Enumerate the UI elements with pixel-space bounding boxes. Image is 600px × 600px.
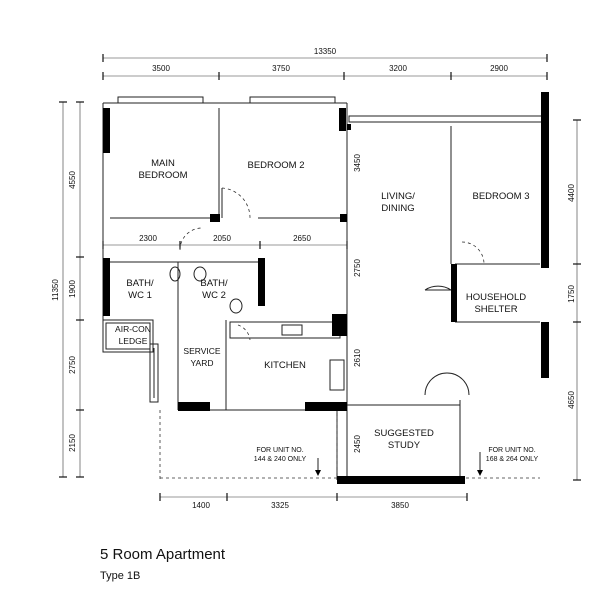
basin-icon	[229, 298, 243, 314]
dim-bottom-1: 1400	[192, 501, 210, 510]
fixtures	[169, 266, 303, 336]
dim-left-total: 11350	[51, 279, 60, 301]
door-swings	[179, 187, 485, 396]
label-service-2: YARD	[191, 358, 214, 368]
label-household-2: SHELTER	[474, 304, 517, 315]
label-living-2: DINING	[381, 203, 414, 214]
dim-int-v4: 2450	[353, 435, 362, 453]
right-dimensions: 4400 1750 4650	[567, 119, 581, 481]
dim-int-v2: 2750	[353, 259, 362, 277]
label-main-bedroom-1: MAIN	[151, 158, 175, 169]
label-study-1: SUGGESTED	[374, 428, 434, 439]
left-dimensions: 11350 4550 1900 2750 2150	[51, 101, 84, 478]
label-aircon-1: AIR-CON	[115, 324, 151, 334]
unit-notes: FOR UNIT NO. 144 & 240 ONLY FOR UNIT NO.…	[254, 447, 539, 476]
dim-left-4: 2150	[68, 434, 77, 452]
label-bath1-1: BATH/	[126, 278, 154, 289]
label-bath1-2: WC 1	[128, 290, 152, 301]
page-title: 5 Room Apartment	[100, 546, 226, 563]
dim-top-1: 3500	[152, 64, 170, 73]
dim-left-2: 1900	[68, 280, 77, 298]
label-study-2: STUDY	[388, 440, 421, 451]
dim-int-v1: 3450	[353, 154, 362, 172]
note-right-1: FOR UNIT NO.	[488, 447, 535, 454]
label-aircon-2: LEDGE	[119, 336, 148, 346]
label-bedroom-2: BEDROOM 2	[247, 160, 304, 171]
label-bath2-1: BATH/	[200, 278, 228, 289]
interior-dimensions: 2300 2050 2650 3450 2750 2610 2450	[102, 154, 362, 453]
dim-top-3: 3200	[389, 64, 407, 73]
dim-left-1: 4550	[68, 171, 77, 189]
note-left-2: 144 & 240 ONLY	[254, 456, 307, 463]
room-labels: MAIN BEDROOM BEDROOM 2 LIVING/ DINING BE…	[115, 158, 529, 451]
dim-int-v3: 2610	[353, 349, 362, 367]
bottom-dimensions: 1400 3325 3850	[159, 493, 468, 510]
sink-icon	[281, 324, 303, 336]
label-service-1: SERVICE	[183, 346, 220, 356]
label-household-1: HOUSEHOLD	[466, 292, 526, 303]
dim-top-4: 2900	[490, 64, 508, 73]
dim-int-3: 2650	[293, 234, 311, 243]
dim-int-1: 2300	[139, 234, 157, 243]
toilet-2-icon	[193, 266, 207, 282]
toilet-1-icon	[169, 266, 181, 282]
dim-right-2: 1750	[567, 285, 576, 303]
label-main-bedroom-2: BEDROOM	[138, 170, 187, 181]
thin-outlines	[102, 96, 545, 480]
dim-int-2: 2050	[213, 234, 231, 243]
top-dimensions: 13350 3500 3750 3200 2900	[102, 47, 548, 80]
dim-top-2: 3750	[272, 64, 290, 73]
dim-left-3: 2750	[68, 356, 77, 374]
dim-bottom-3: 3850	[391, 501, 409, 510]
dim-bottom-2: 3325	[271, 501, 289, 510]
dim-right-3: 4650	[567, 391, 576, 409]
label-kitchen: KITCHEN	[264, 360, 306, 371]
dim-top-total: 13350	[314, 47, 337, 56]
dim-right-1: 4400	[567, 184, 576, 202]
note-right-2: 168 & 264 ONLY	[486, 456, 539, 463]
walls	[103, 92, 549, 484]
label-living-1: LIVING/	[381, 191, 415, 202]
label-bath2-2: WC 2	[202, 290, 226, 301]
page-subtitle: Type 1B	[100, 570, 141, 582]
label-bedroom-3: BEDROOM 3	[472, 191, 529, 202]
note-left-1: FOR UNIT NO.	[256, 447, 303, 454]
